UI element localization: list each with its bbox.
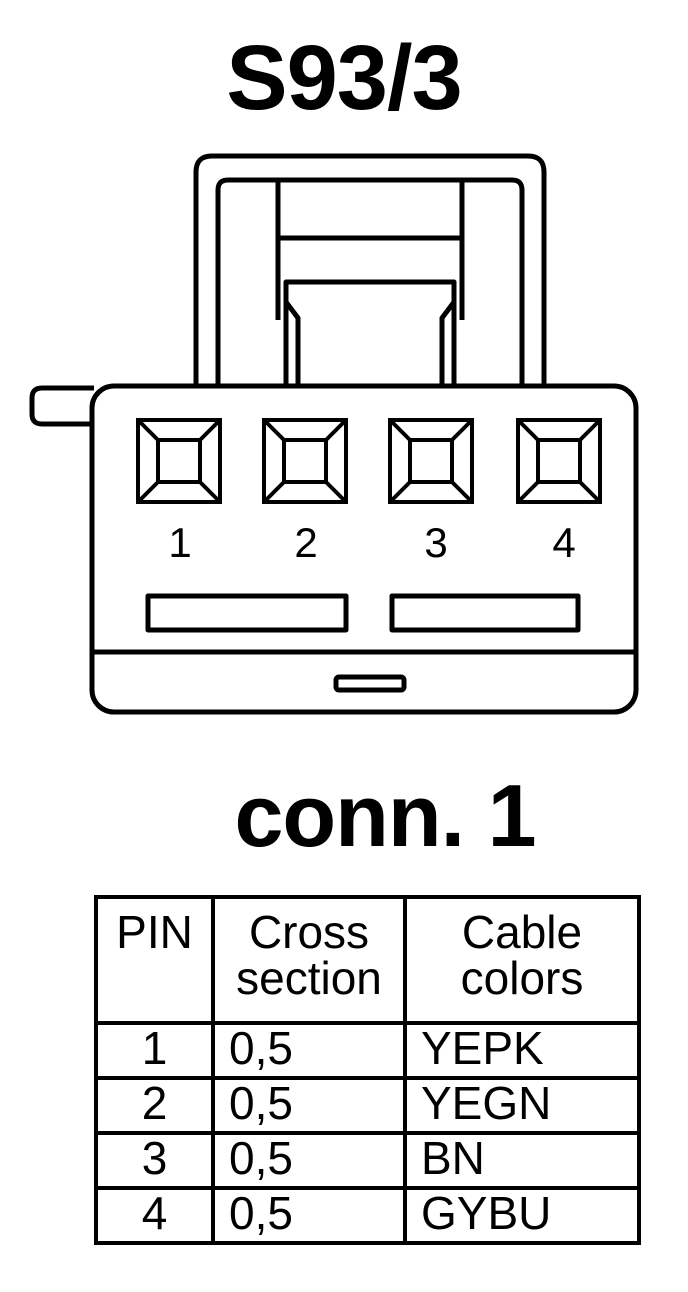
pin-cavity-3 bbox=[388, 418, 474, 504]
lower-slot-right bbox=[389, 593, 581, 633]
pin-label-3: 3 bbox=[424, 519, 447, 566]
pin-label-4: 4 bbox=[552, 519, 575, 566]
cell-cable-color: BN bbox=[403, 1131, 641, 1190]
cell-cross-section: 0,5 bbox=[211, 1186, 407, 1245]
cell-cable-color: YEGN bbox=[403, 1076, 641, 1135]
latch-inner bbox=[215, 177, 525, 386]
cell-pin: 2 bbox=[94, 1076, 215, 1135]
cell-cable-color: YEPK bbox=[403, 1021, 641, 1080]
pin-label-1: 1 bbox=[168, 519, 191, 566]
connector-diagram: 1 2 3 4 bbox=[29, 153, 639, 715]
table-row: 4 0,5 GYBU bbox=[94, 1186, 641, 1245]
cell-cable-color: GYBU bbox=[403, 1186, 641, 1245]
cell-cross-section: 0,5 bbox=[211, 1021, 407, 1080]
cell-pin: 4 bbox=[94, 1186, 215, 1245]
pin-label-2: 2 bbox=[294, 519, 317, 566]
side-tab bbox=[29, 385, 94, 427]
latch-outer bbox=[193, 153, 547, 386]
table-row: 1 0,5 YEPK bbox=[94, 1021, 641, 1080]
cell-pin: 3 bbox=[94, 1131, 215, 1190]
table-row: 3 0,5 BN bbox=[94, 1131, 641, 1190]
lower-slot-left bbox=[145, 593, 349, 633]
cell-cross-section: 0,5 bbox=[211, 1076, 407, 1135]
cell-pin: 1 bbox=[94, 1021, 215, 1080]
pin-cavity-1 bbox=[136, 418, 222, 504]
connector-title: S93/3 bbox=[226, 27, 462, 129]
connector-label: conn. 1 bbox=[234, 766, 536, 865]
latch-tongue bbox=[283, 279, 457, 386]
connector-body bbox=[89, 383, 639, 715]
header-pin: PIN bbox=[94, 895, 215, 1025]
cell-cross-section: 0,5 bbox=[211, 1131, 407, 1190]
pin-cavity-4 bbox=[516, 418, 602, 504]
pin-cavity-2 bbox=[262, 418, 348, 504]
table-row: 2 0,5 YEGN bbox=[94, 1076, 641, 1135]
body-slot bbox=[333, 674, 407, 693]
